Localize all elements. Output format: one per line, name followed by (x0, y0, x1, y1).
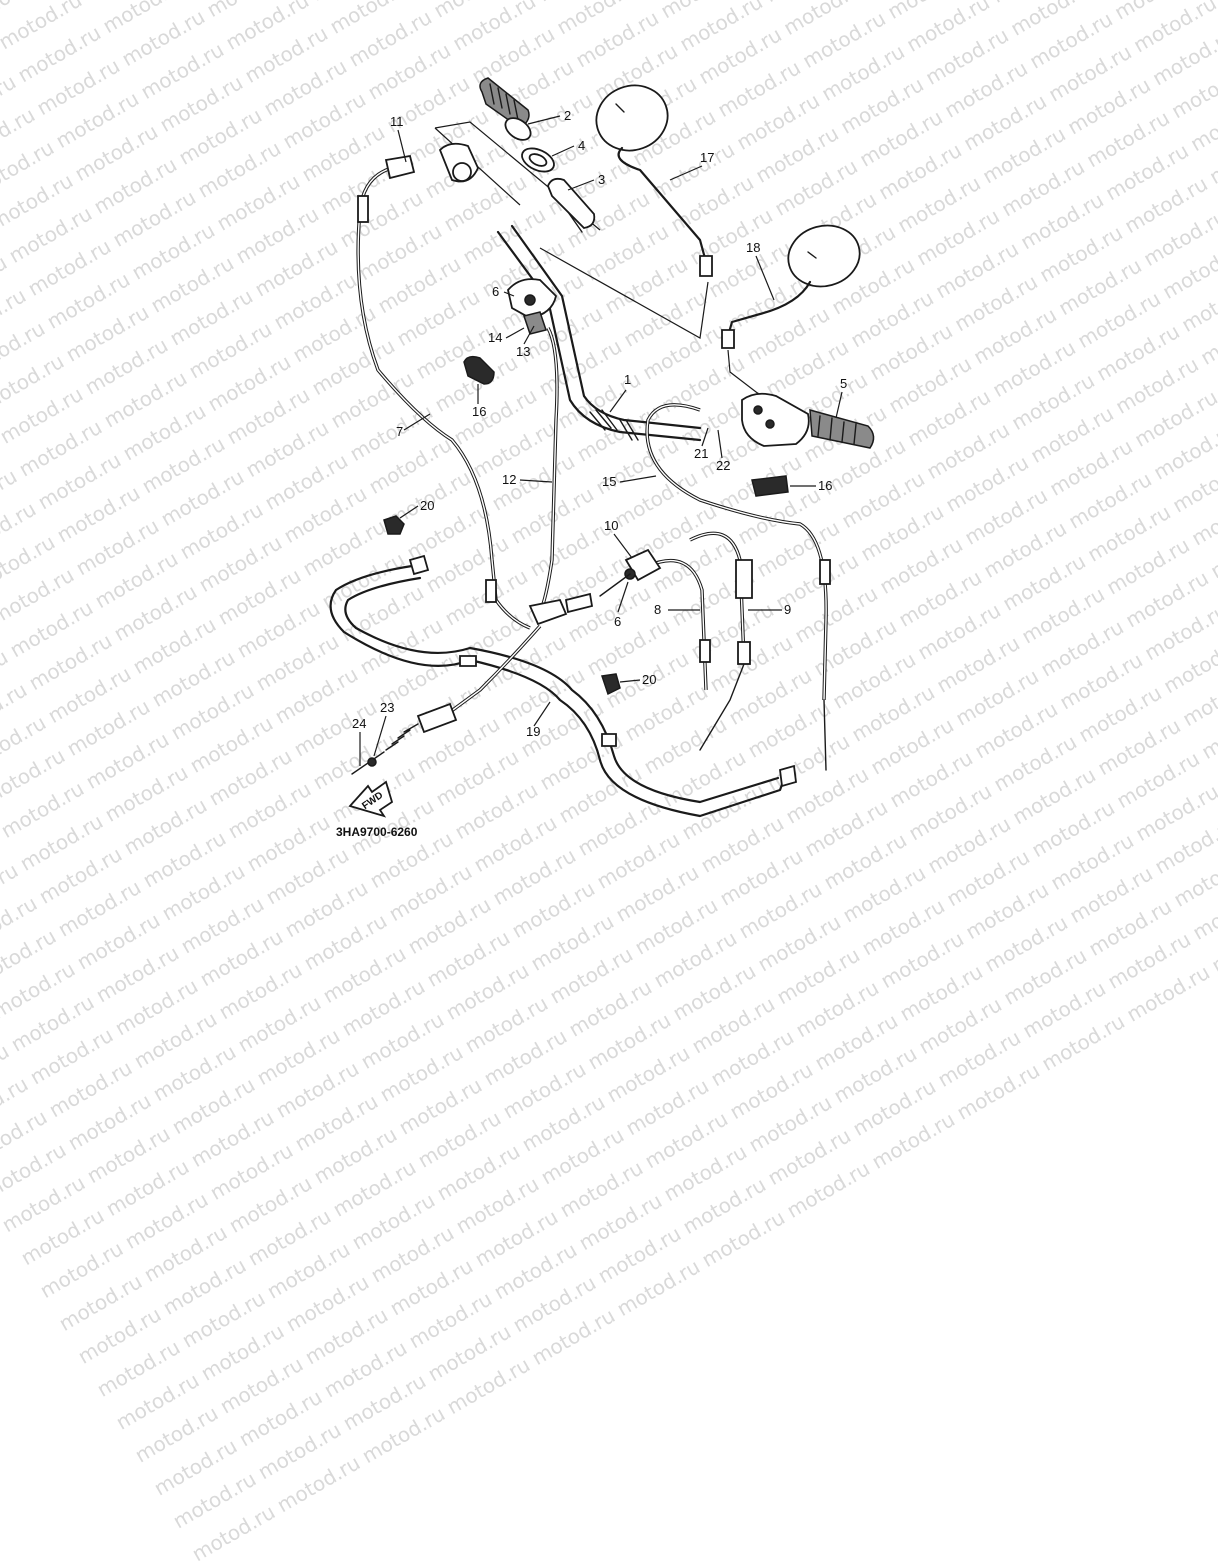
cable-junction (599, 548, 662, 597)
callout-leader-c13 (523, 325, 535, 345)
mirror-right (721, 224, 861, 349)
callout-c8: 8 (654, 602, 661, 617)
throttle-tube (547, 177, 596, 233)
cable-12 (528, 327, 594, 626)
callout-c20b: 20 (642, 672, 656, 687)
left-grip (479, 77, 532, 141)
callout-c17: 17 (700, 150, 714, 165)
lever-cover-16 (463, 355, 789, 497)
callout-leader-c20b (619, 679, 641, 683)
stay-19 (329, 554, 797, 818)
callout-c3: 3 (598, 172, 605, 187)
callout-c14: 14 (488, 330, 502, 345)
callout-c13: 13 (516, 344, 530, 359)
callout-c18: 18 (746, 240, 760, 255)
callout-leader-c5 (835, 391, 843, 419)
callout-leader-c4 (551, 145, 575, 157)
handlebar (496, 224, 702, 442)
callout-c24: 24 (352, 716, 366, 731)
callout-c5: 5 (840, 376, 847, 391)
callout-leader-c21 (701, 427, 709, 447)
bolt-20 (383, 515, 621, 696)
drawing-code: 3HA9700-6260 (336, 825, 418, 839)
callout-leader-c3 (567, 179, 595, 191)
callout-c1: 1 (624, 372, 631, 387)
forward-arrow: FWD (348, 780, 394, 818)
cable-7 (356, 154, 531, 630)
grip-collar (521, 147, 555, 173)
mirror-left (595, 84, 713, 277)
callout-leader-c18 (755, 255, 775, 301)
callout-c6a: 6 (492, 284, 499, 299)
callout-leader-c2 (527, 115, 561, 125)
callout-c9: 9 (784, 602, 791, 617)
callout-c16a: 16 (472, 404, 486, 419)
callout-c15: 15 (602, 474, 616, 489)
callout-c4: 4 (578, 138, 585, 153)
callout-c7: 7 (396, 424, 403, 439)
callout-leader-c15 (619, 475, 657, 483)
callout-c22: 22 (716, 458, 730, 473)
callout-c16b: 16 (818, 478, 832, 493)
cable-15 (645, 403, 831, 771)
callout-leader-c11 (397, 129, 407, 163)
cable-8 (647, 558, 711, 691)
callout-c11: 11 (390, 114, 404, 129)
callout-leader-c17 (669, 165, 703, 181)
callout-leader-c1 (609, 389, 627, 413)
left-lever-holder (438, 142, 557, 335)
callout-leader-c23 (373, 715, 387, 757)
callout-leader-c10 (613, 533, 633, 559)
callout-leader-c6a (503, 291, 515, 297)
callout-c12: 12 (502, 472, 516, 487)
callout-c21: 21 (694, 446, 708, 461)
callout-c6b: 6 (614, 614, 621, 629)
callout-c10: 10 (604, 518, 618, 533)
callout-c23: 23 (380, 700, 394, 715)
cable-9 (689, 531, 753, 751)
callout-leader-c22 (717, 429, 723, 459)
callout-leader-c12 (519, 479, 553, 483)
callout-leader-c6b (617, 581, 629, 613)
callout-leader-c7 (403, 413, 431, 431)
callout-leader-c20a (399, 505, 419, 519)
lower-cable (351, 624, 542, 775)
callout-c19: 19 (526, 724, 540, 739)
callout-leader-c19 (533, 701, 551, 727)
right-switch-assembly (741, 392, 875, 449)
callout-c2: 2 (564, 108, 571, 123)
callout-leader-c14 (505, 327, 525, 339)
callout-c20a: 20 (420, 498, 434, 513)
